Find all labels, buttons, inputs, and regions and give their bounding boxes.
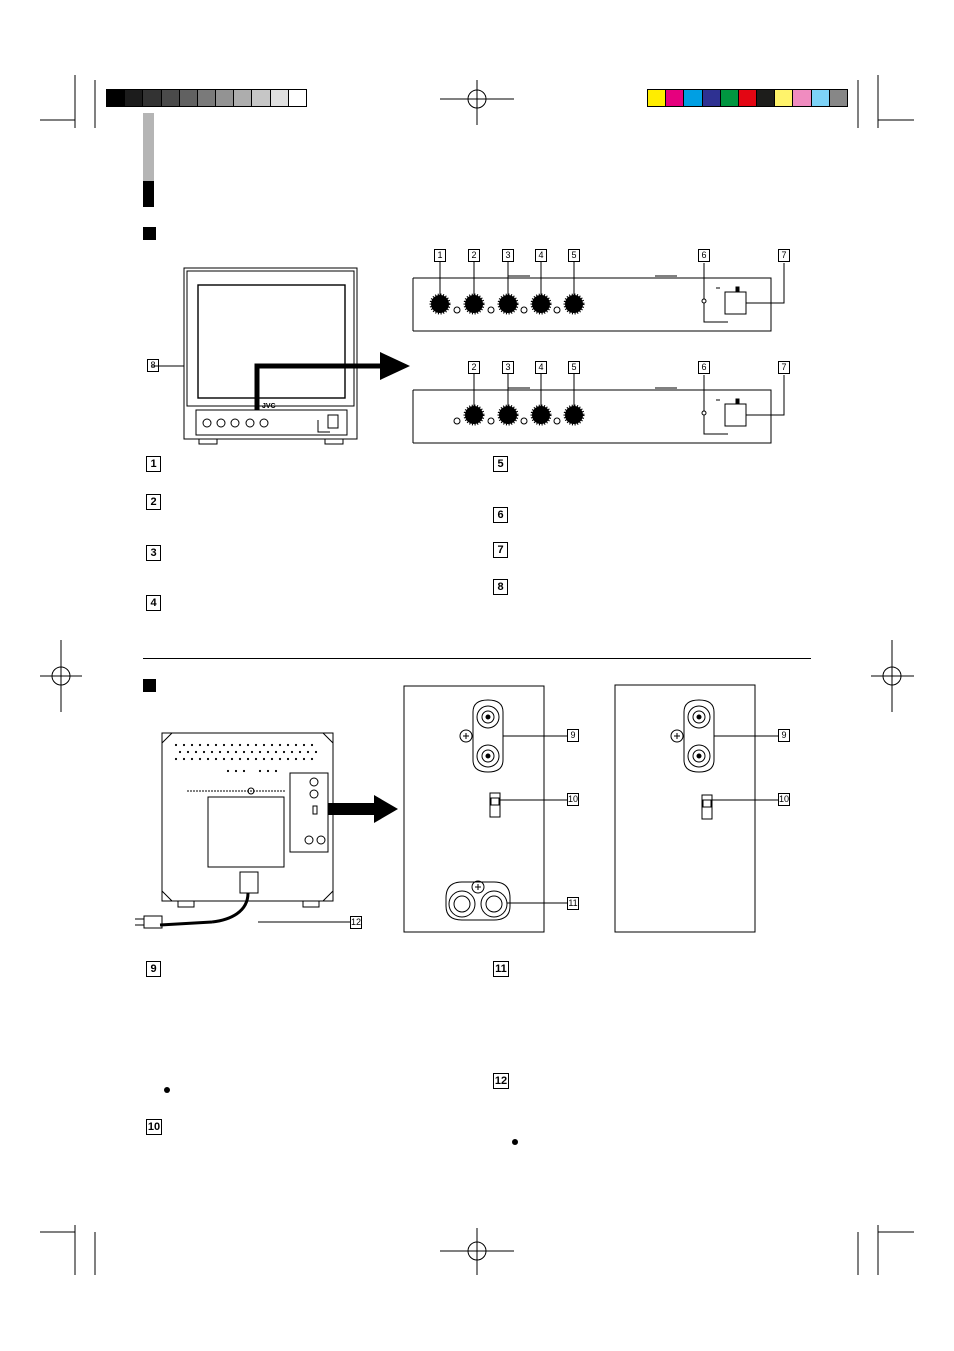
section-marker-rear [143,679,156,692]
rear-desc-marker-11: 11 [493,961,509,977]
section-marker-front [143,227,156,240]
front-desc-marker-6: 6 [493,507,508,523]
callout-7b: 7 [778,361,790,374]
callout-9b: 9 [778,729,790,742]
page-side-tab-light [143,113,154,181]
callout-2b: 2 [468,361,480,374]
grayscale-swatch [287,89,307,107]
callout-1: 1 [434,249,446,262]
page-side-tab-dark [143,181,154,207]
rear-desc-bullet-2 [512,1139,518,1145]
callout-3: 3 [502,249,514,262]
color-swatch [828,89,848,107]
rear-desc-marker-10: 10 [146,1119,162,1135]
callout-6b: 6 [698,361,710,374]
grayscale-calibration-bar [106,89,307,107]
front-desc-marker-8: 8 [493,579,508,595]
monitor-brand-logo: JVC [262,403,276,410]
rear-desc-bullet [164,1087,170,1093]
callout-9a: 9 [567,729,579,742]
front-desc-marker-4: 4 [146,595,161,611]
color-calibration-bar [647,89,848,107]
rear-desc-marker-9: 9 [146,961,161,977]
front-desc-marker-3: 3 [146,545,161,561]
callout-8: 8 [147,359,159,372]
callout-6: 6 [698,249,710,262]
front-desc-marker-5: 5 [493,456,508,472]
callout-12: 12 [350,916,362,929]
front-desc-marker-2: 2 [146,494,161,510]
callout-2: 2 [468,249,480,262]
callout-7: 7 [778,249,790,262]
callout-4b: 4 [535,361,547,374]
callout-3b: 3 [502,361,514,374]
front-desc-marker-7: 7 [493,542,508,558]
callout-11a: 11 [567,897,579,910]
callout-10a: 10 [567,793,579,806]
rear-desc-marker-12: 12 [493,1073,509,1089]
callout-10b: 10 [778,793,790,806]
callout-5: 5 [568,249,580,262]
front-desc-marker-1: 1 [146,456,161,472]
callout-5b: 5 [568,361,580,374]
callout-4: 4 [535,249,547,262]
section-divider [143,658,811,659]
